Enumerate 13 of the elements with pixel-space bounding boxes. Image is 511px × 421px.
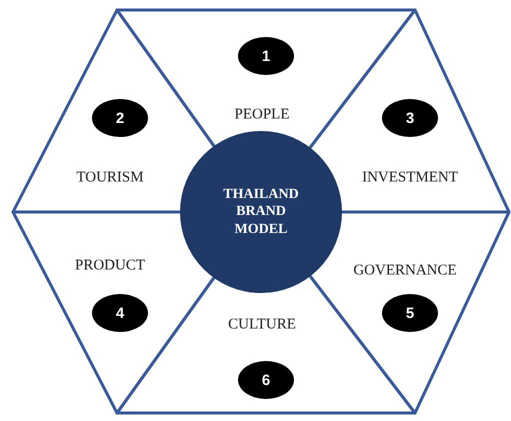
segment-label: PEOPLE [234,106,290,124]
number-badge: 5 [382,294,438,332]
number-badge: 1 [238,37,294,75]
number-badge: 4 [92,294,148,332]
number-badge: 3 [382,99,438,137]
center-circle: THAILAND BRAND MODEL [180,131,342,293]
segment-label: PRODUCT [75,258,145,274]
number-badge: 6 [238,361,294,399]
segment-label: TOURISM [76,170,144,186]
segment-label: GOVERNANCE [353,262,457,280]
segment-label: INVESTMENT [362,170,458,186]
number-badge: 2 [92,99,148,137]
segment-label: CULTURE [228,316,296,334]
